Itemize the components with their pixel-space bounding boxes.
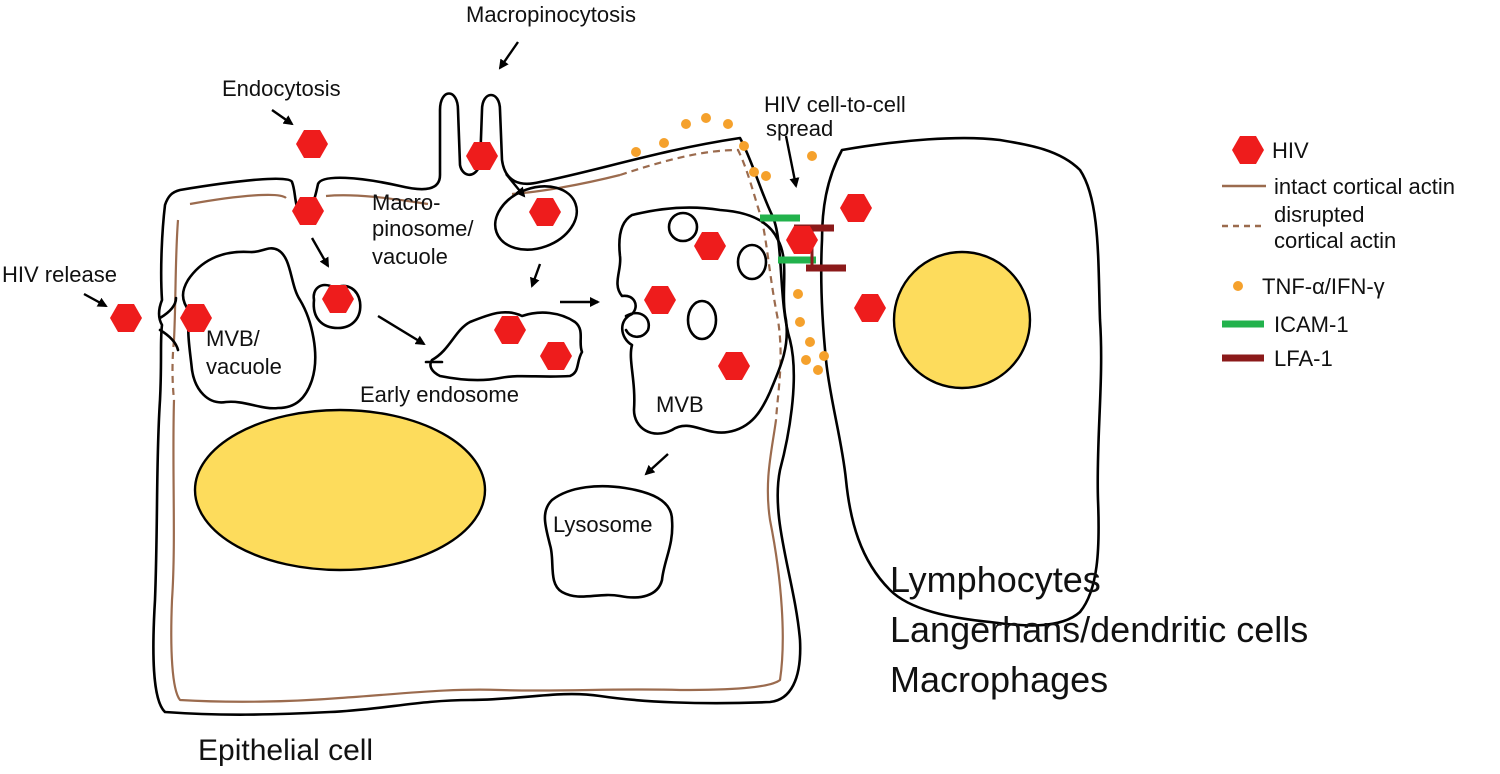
mvb-vacuole-left [181,247,317,410]
diagram-labels: Macropinocytosis Endocytosis HIV cell-to… [2,2,1308,767]
cytokine-dots [631,113,829,375]
macropinosome [493,185,579,251]
label-macropinosome-3: vacuole [372,244,448,269]
label-lymphocytes: Lymphocytes [890,559,1101,600]
label-hiv-spread-2: spread [766,116,833,141]
label-epithelial-cell: Epithelial cell [198,734,373,767]
disrupted-cortical-actin [619,148,782,421]
legend-hiv-icon [1232,136,1264,164]
epithelial-nucleus [193,408,487,572]
lysosome [543,484,674,599]
label-endocytosis: Endocytosis [222,76,341,101]
legend-cytokine-icon [1233,281,1243,291]
hiv-release-arrow [83,292,108,308]
label-macrophages: Macrophages [890,659,1108,700]
legend-hiv-label: HIV [1272,138,1309,163]
immune-cell-nucleus [892,250,1032,390]
hiv-particle [296,130,328,158]
label-langerhans: Langerhans/dendritic cells [890,609,1308,650]
hiv-particles [110,130,886,380]
legend-lfa-label: LFA-1 [1274,346,1333,371]
pathway-arrows [83,41,800,476]
cytokine-dot [631,147,641,157]
legend-disrupted-actin-label-2: cortical actin [1274,228,1396,253]
legend-intact-actin-label: intact cortical actin [1274,174,1455,199]
label-mvb-vacuole: MVB/ [206,326,261,351]
legend-cytokine-label: TNF-α/IFN-γ [1262,274,1385,299]
label-hiv-release: HIV release [2,262,117,287]
intact-cortical-actin [170,173,784,703]
legend-icam-label: ICAM-1 [1274,312,1349,337]
epithelial-membrane [152,92,802,716]
label-early-endosome: Early endosome [360,382,519,407]
legend-disrupted-actin-label: disrupted [1274,202,1365,227]
macropinocytosis-arrow [498,41,519,70]
label-macropinosome-2: pinosome/ [372,216,474,241]
label-mvb-vacuole-2: vacuole [206,354,282,379]
label-mvb: MVB [656,392,704,417]
label-lysosome: Lysosome [553,512,652,537]
label-macropinosome: Macro- [372,190,440,215]
epithelial-cell [152,92,802,716]
label-macropinocytosis: Macropinocytosis [466,2,636,27]
endocytosis-arrow [271,109,294,126]
immune-cell [819,136,1103,627]
hiv-spread-arrow [784,135,800,188]
legend: HIV intact cortical actin disrupted cort… [1222,136,1455,371]
mvb-intraluminal-vesicle [667,211,699,243]
mvb-center [616,206,789,435]
endocytic-vesicle [312,283,362,330]
label-hiv-spread: HIV cell-to-cell [764,92,906,117]
early-endosome [429,310,584,382]
